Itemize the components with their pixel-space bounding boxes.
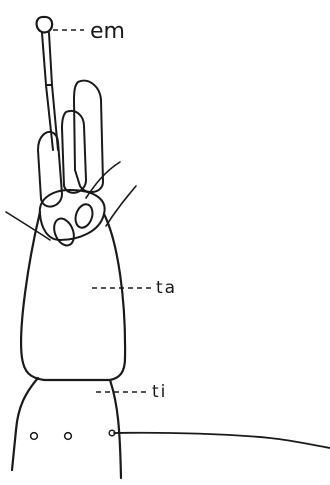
em-structure bbox=[37, 17, 58, 150]
label-ti: ti bbox=[152, 382, 167, 402]
long-seta bbox=[114, 433, 330, 448]
pore-2 bbox=[65, 433, 72, 440]
pad-left bbox=[50, 216, 77, 249]
label-ta: ta bbox=[156, 278, 177, 298]
tibia-outline bbox=[12, 378, 38, 470]
label-em: em bbox=[90, 19, 125, 44]
pore-1 bbox=[31, 433, 38, 440]
lobe-tall bbox=[74, 81, 103, 192]
pad-right bbox=[73, 202, 96, 230]
pointer-lines bbox=[6, 162, 136, 240]
tibia-outline-right bbox=[110, 380, 121, 478]
